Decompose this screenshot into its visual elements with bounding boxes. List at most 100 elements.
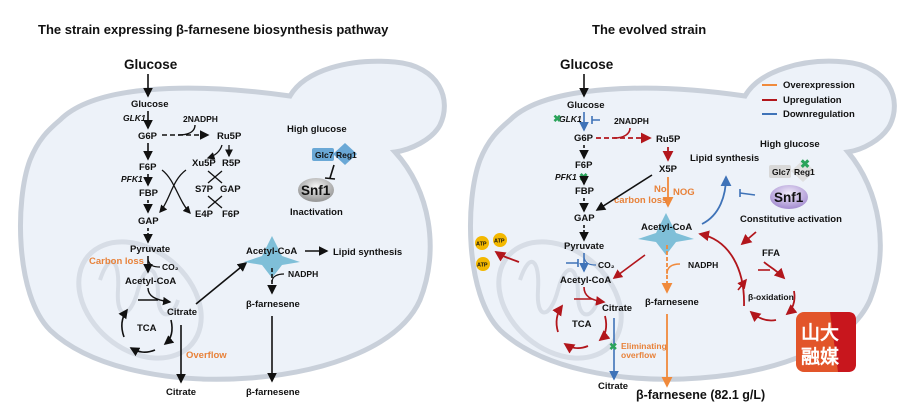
left-reg1: Reg1: [336, 150, 357, 160]
right-pfk1-label: PFK1: [555, 172, 577, 182]
right-farnesene-in: β-farnesene: [645, 297, 699, 308]
left-high-glucose: High glucose: [287, 124, 347, 135]
right-eliminating-overflow-2: overflow: [621, 350, 656, 360]
right-lipid-synthesis: Lipid synthesis: [690, 153, 759, 164]
left-inhibition-mark: [324, 164, 336, 180]
left-glucose-inside: Glucose: [131, 99, 169, 110]
right-gap: GAP: [574, 213, 595, 224]
right-ffa: FFA: [762, 248, 780, 259]
left-ru5p: Ru5P: [217, 131, 242, 142]
left-e4p: E4P: [195, 209, 214, 220]
left-farnesene-in: β-farnesene: [246, 299, 300, 310]
left-gap-ppp: GAP: [220, 184, 241, 195]
left-glc7-box: [312, 148, 334, 161]
right-overflow-knockout-icon: ✖: [609, 342, 617, 353]
right-pdh-inhibition: [566, 259, 579, 267]
left-acetyl-coa-mito: Acetyl-CoA: [125, 276, 176, 287]
right-tca-arrow-2: [563, 343, 589, 354]
atp-label: ATP: [477, 263, 488, 269]
atp-icon: [493, 233, 507, 247]
right-glc7: Glc7: [772, 167, 791, 177]
right-f6p: F6P: [575, 160, 593, 171]
right-reg1: Reg1: [794, 167, 815, 177]
right-glk1-label: GLK1: [559, 114, 582, 124]
right-x5p: X5P: [659, 164, 678, 175]
left-arrow-citrate-export: [195, 261, 248, 305]
left-2nadph: 2NADPH: [183, 114, 218, 124]
left-overflow: Overflow: [186, 350, 227, 361]
left-citrate-mito: Citrate: [167, 307, 197, 318]
left-xu5p: Xu5P: [192, 158, 216, 169]
right-title: The evolved strain: [592, 22, 706, 37]
right-g6p: G6P: [574, 133, 594, 144]
legend-downregulation: Downregulation: [783, 109, 855, 120]
right-beta-oxidation: β-oxidation: [748, 292, 794, 302]
left-transketolase-cross-1: [207, 170, 223, 184]
left-farnesene-out: β-farnesene: [246, 387, 300, 398]
left-tca: TCA: [137, 323, 157, 334]
left-transketolase-cross-2: [207, 195, 223, 209]
right-acetyl-coa-star: [638, 213, 694, 255]
right-snf1-inhibition: [739, 189, 756, 197]
right-acetyl-coa: Acetyl-CoA: [641, 222, 692, 233]
left-acetyl-coa: Acetyl-CoA: [246, 246, 297, 257]
left-fbp: FBP: [139, 188, 159, 199]
right-glucose-inside: Glucose: [567, 100, 605, 111]
legend-overexpression: Overexpression: [783, 80, 855, 91]
right-glc7-box: [769, 165, 791, 178]
atp-icon: [476, 257, 490, 271]
left-f6p-ppp: F6P: [222, 209, 240, 220]
right-snf1: Snf1: [774, 190, 804, 205]
right-nog: NOG: [673, 187, 695, 198]
left-glucose-outside: Glucose: [124, 57, 178, 72]
right-no: No: [654, 184, 667, 195]
left-s7p: S7P: [195, 184, 214, 195]
legend-upregulation: Upregulation: [783, 95, 842, 106]
right-arrow-atp: [494, 251, 520, 263]
atp-icon: [475, 236, 489, 250]
right-fbp: FBP: [575, 186, 595, 197]
left-title: The strain expressing β-farnesene biosyn…: [38, 22, 389, 37]
right-high-glucose: High glucose: [760, 139, 820, 150]
left-r5p: R5P: [222, 158, 241, 169]
left-citrate-out: Citrate: [166, 387, 196, 398]
right-citrate-mito: Citrate: [602, 303, 632, 314]
left-pfk1-label: PFK1: [121, 174, 143, 184]
legend: Overexpression Upregulation Downregulati…: [762, 80, 855, 120]
right-tca: TCA: [572, 319, 592, 330]
right-acetyl-coa-mito: Acetyl-CoA: [560, 275, 611, 286]
right-tca-arrow-3: [552, 304, 564, 333]
left-carbon-loss: Carbon loss: [89, 256, 144, 267]
right-citrate-out: Citrate: [598, 381, 628, 392]
watermark-line2: 融媒: [801, 346, 840, 368]
left-panel: The strain expressing β-farnesene biosyn…: [18, 22, 447, 398]
left-nadph: NADPH: [288, 269, 318, 279]
right-nadph: NADPH: [688, 260, 718, 270]
atp-cluster: ATP ATP ATP: [475, 233, 507, 271]
right-co2: CO₂: [598, 260, 615, 270]
left-glc7: Glc7: [315, 150, 334, 160]
right-tca-arrow-1: [598, 315, 611, 342]
right-2nadph: 2NADPH: [614, 116, 649, 126]
right-reg1-knockout-icon: ✖: [800, 157, 810, 171]
left-acetyl-coa-star: [244, 236, 300, 278]
left-snf1-ellipse: [298, 178, 334, 202]
left-snf1-state: Inactivation: [290, 207, 343, 218]
right-mitochondrion: [496, 239, 624, 361]
right-carbon-loss: carbon loss: [614, 195, 667, 206]
left-co2: CO₂: [162, 262, 179, 272]
right-snf1-state: Constitutive activation: [740, 214, 842, 225]
left-cell-outline: [18, 58, 447, 382]
left-tca-arrow-2: [129, 347, 156, 357]
right-glucose-outside: Glucose: [560, 57, 614, 72]
left-pyruvate: Pyruvate: [130, 244, 170, 255]
left-mitochondrion: [76, 239, 204, 361]
left-tca-arrow-1: [163, 319, 175, 346]
right-glk1-knockout-icon: ✖: [553, 114, 561, 125]
watermark-line1: 山大: [801, 321, 839, 344]
right-panel: The evolved strain Overexpression Upregu…: [468, 22, 897, 402]
atp-label: ATP: [476, 242, 487, 248]
left-gap: GAP: [138, 216, 159, 227]
